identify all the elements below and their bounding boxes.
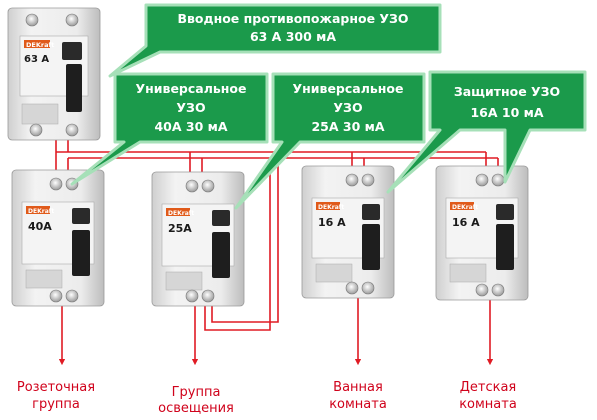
wire-out-lighting-3	[211, 152, 279, 323]
device-16a-bathroom-brand: DEKraft	[318, 204, 344, 211]
callout-u40-line-3: 40А 30 мА	[154, 119, 227, 134]
callout-u25-line-1: Универсальное	[293, 81, 404, 96]
callout-main: Вводное противопожарное УЗО 63 А 300 мА	[108, 3, 442, 78]
device-16a-bathroom-lever	[362, 224, 380, 270]
callout-u40-line-1: Универсальное	[136, 81, 247, 96]
wire-out-lighting-2	[204, 158, 271, 331]
device-16a-kids-brand: DEKraft	[452, 204, 478, 211]
output-lighting-line-1: Группа	[172, 385, 221, 400]
device-40a-rating: 40A	[28, 220, 52, 233]
output-bathroom-line-1: Ванная	[333, 380, 383, 395]
callout-p16: Защитное УЗО 16А 10 мА	[386, 70, 587, 194]
device-main-brand: DEKraft	[26, 41, 54, 49]
output-labels: Розеточная группа Группа освещения Ванна…	[17, 380, 517, 416]
output-kids-line-2: комната	[459, 397, 517, 412]
output-bathroom-line-2: комната	[329, 397, 387, 412]
callout-main-line-2: 63 А 300 мА	[250, 29, 336, 44]
device-main-rcd: DEKraft 63 A	[7, 7, 101, 141]
device-25a: DEKraft 25A	[151, 171, 245, 307]
callout-u40-line-2: УЗО	[176, 100, 205, 115]
output-sockets-line-2: группа	[32, 397, 80, 412]
callout-u25-line-2: УЗО	[333, 100, 362, 115]
callout-p16-line-2: 16А 10 мА	[470, 105, 543, 120]
callout-main-line-1: Вводное противопожарное УЗО	[177, 11, 408, 26]
device-16a-kids: DEKraft 16 A	[435, 165, 529, 301]
device-16a-kids-lever	[496, 224, 514, 270]
output-sockets-line-1: Розеточная	[17, 380, 95, 395]
output-lighting-line-2: освещения	[158, 401, 234, 415]
device-25a-lever	[212, 232, 230, 278]
device-25a-brand: DEKraft	[168, 210, 194, 217]
device-main-lever	[66, 64, 82, 112]
device-40a: DEKraft 40A	[11, 169, 105, 307]
device-main-rating: 63 A	[24, 54, 49, 65]
device-40a-lever	[72, 230, 90, 276]
output-kids-line-1: Детская	[460, 380, 517, 395]
callout-p16-line-1: Защитное УЗО	[454, 84, 560, 99]
wiring	[55, 140, 499, 366]
device-25a-rating: 25A	[168, 222, 192, 235]
device-main-brand-badge	[24, 40, 50, 48]
device-16a-bathroom-rating: 16 A	[318, 216, 346, 229]
callout-u25: Универсальное УЗО 25А 30 мА	[234, 72, 426, 210]
callout-u40: Универсальное УЗО 40А 30 мА	[70, 72, 269, 186]
device-16a-kids-rating: 16 A	[452, 216, 480, 229]
callout-u25-line-3: 25А 30 мА	[311, 119, 384, 134]
device-16a-bathroom: DEKraft 16 A	[301, 165, 395, 299]
device-40a-brand: DEKraft	[28, 208, 54, 215]
